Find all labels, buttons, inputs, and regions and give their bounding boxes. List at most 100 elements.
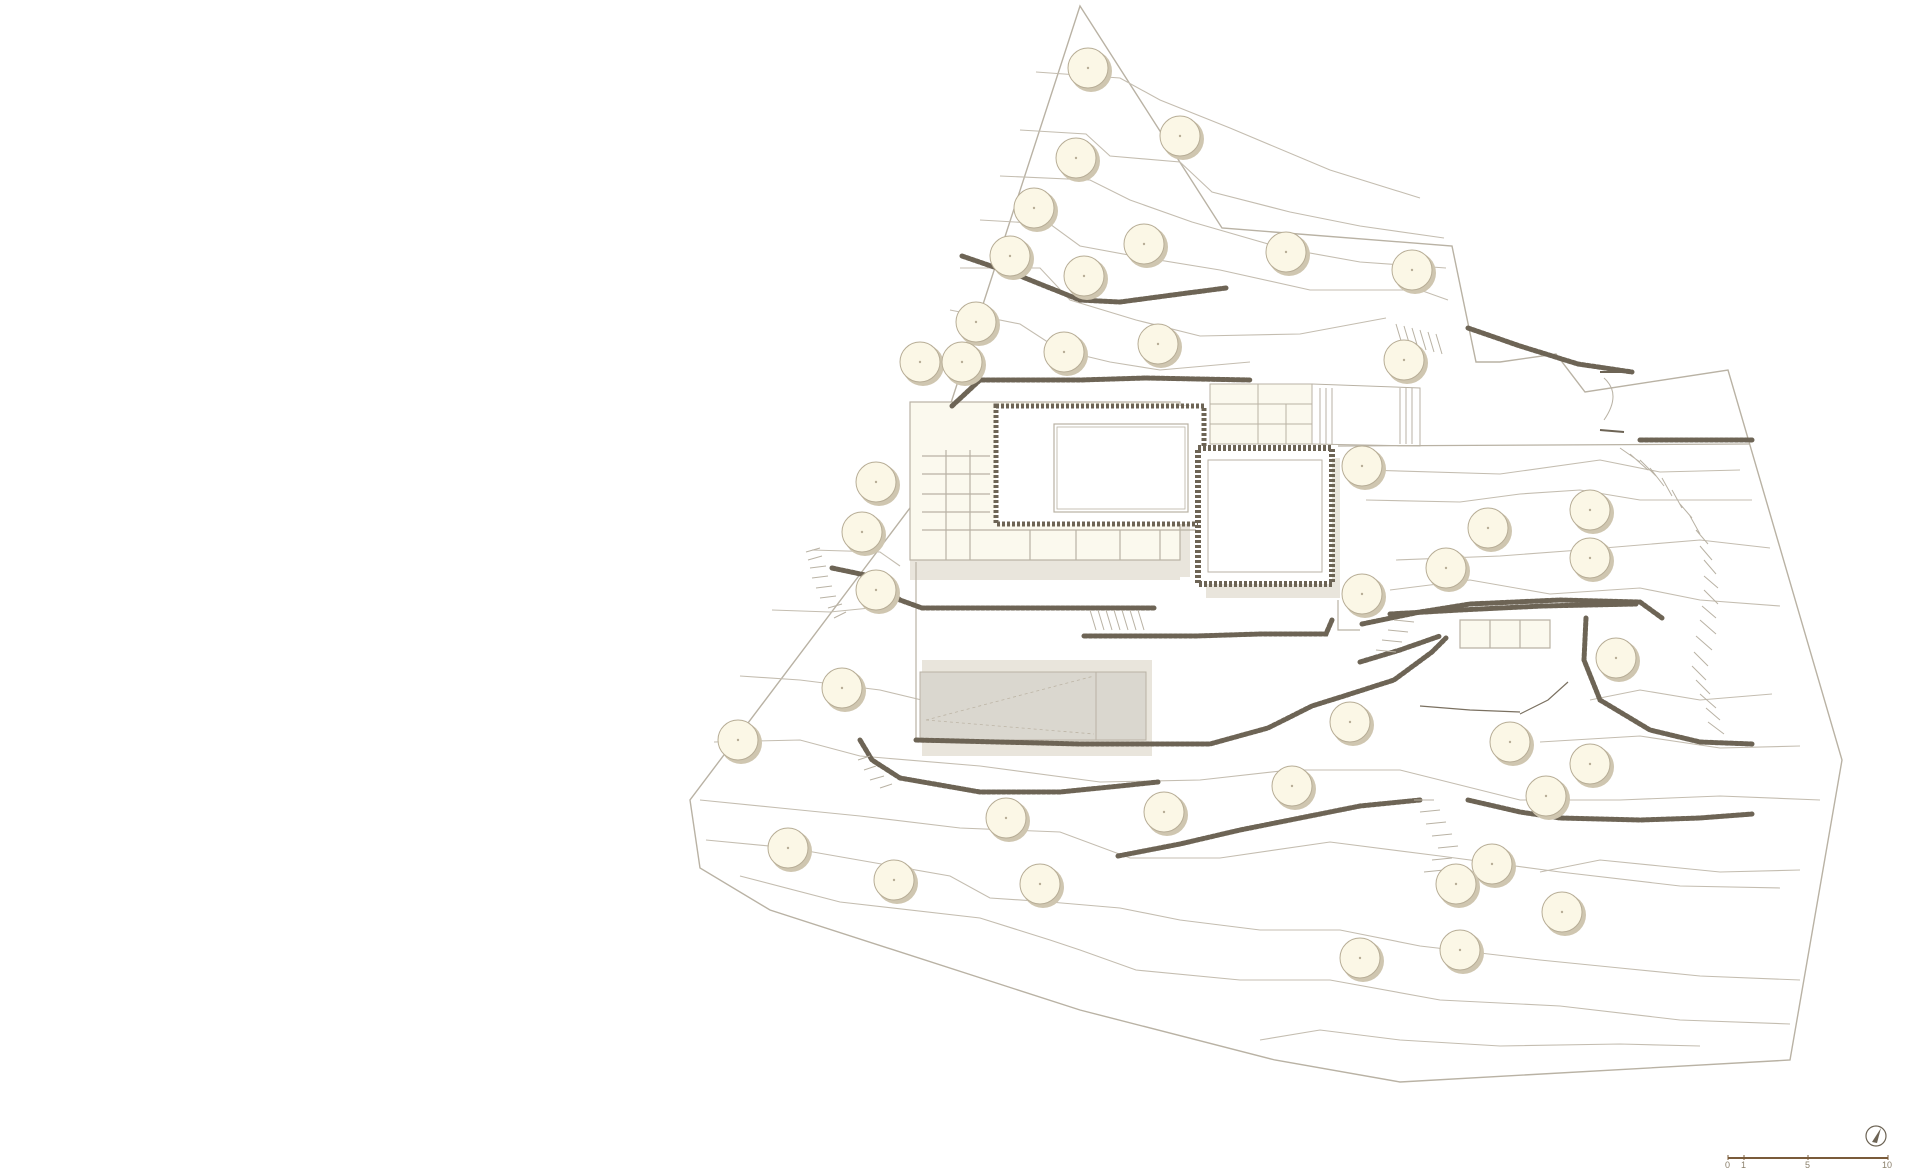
tree [1435,863,1480,908]
tree [1439,929,1484,974]
scale-label-0: 0 [1725,1160,1730,1169]
tree-trunk [1074,156,1078,160]
tree-trunk [1082,274,1086,278]
tree [1383,339,1428,384]
scale-labels: 0 1 5 10 [1725,1160,1892,1169]
scale-bar [1727,1155,1889,1160]
tree [873,859,918,904]
tree-trunk [1588,556,1592,560]
tree-trunk [1402,358,1406,362]
tree [985,797,1030,842]
tree-trunk [1458,948,1462,952]
tree-trunk [1038,882,1042,886]
tree-trunk [736,738,740,742]
tree-trunk [1290,784,1294,788]
tree-trunk [1008,254,1012,258]
tree [1425,547,1470,592]
tree [1569,489,1614,534]
central-building [1195,445,1335,587]
tree-trunk [1486,526,1490,530]
tree-trunk [786,846,790,850]
entry-gate [1599,371,1630,433]
tree-trunk [1162,810,1166,814]
tree [1541,891,1586,936]
tree-trunk [1086,66,1090,70]
tree [1159,115,1204,160]
tree [1063,255,1108,300]
pool [919,671,1147,741]
tree-trunk [1454,882,1458,886]
north-arrow-icon [1865,1125,1887,1147]
tree-trunk [1142,242,1146,246]
tree-trunk [1444,566,1448,570]
tree-trunk [1410,268,1414,272]
tree [1339,937,1384,982]
tree-trunk [1004,816,1008,820]
tree [1569,743,1614,788]
trees [717,47,1640,982]
tree [1055,137,1100,182]
tree-trunk [860,530,864,534]
tree [1341,445,1386,490]
tree [989,235,1034,280]
tree-trunk [1284,250,1288,254]
tree-trunk [1348,720,1352,724]
tree [941,341,986,386]
garden-edges [1419,681,1569,715]
tree-trunk [1062,350,1066,354]
tree [899,341,944,386]
tree [1489,721,1534,766]
tree-trunk [918,360,922,364]
stairs [805,323,1725,873]
tree-trunk [1544,794,1548,798]
tree [1525,775,1570,820]
scale-label-5: 5 [1805,1160,1810,1169]
tree-trunk [1490,862,1494,866]
tree-trunk [1588,508,1592,512]
tree-trunk [1508,740,1512,744]
tree-trunk [892,878,896,882]
tree [717,719,762,764]
tree-trunk [1560,910,1564,914]
tree [1467,507,1512,552]
tree-trunk [960,360,964,364]
tree [1271,765,1316,810]
tree [1391,249,1436,294]
tree-trunk [1614,656,1618,660]
tree [1329,701,1374,746]
tree [1067,47,1112,92]
tree [1013,187,1058,232]
tree [1137,323,1182,368]
tree-trunk [974,320,978,324]
tree-trunk [1360,464,1364,468]
tree [767,827,812,872]
tree [1123,223,1168,268]
upper-building [993,403,1207,527]
tree [1471,843,1516,888]
tree-trunk [874,480,878,484]
tree [1265,231,1310,276]
tree [855,569,900,614]
tree [1019,863,1064,908]
scale-label-10: 10 [1882,1160,1892,1169]
tree [1143,791,1188,836]
tree-trunk [1358,956,1362,960]
tree-trunk [1588,762,1592,766]
tree [955,301,1000,346]
upper-paving [1209,383,1421,447]
tree [1043,331,1088,376]
tree-trunk [840,686,844,690]
tree [821,667,866,712]
tree [1569,537,1614,582]
tree-trunk [874,588,878,592]
tree-trunk [1156,342,1160,346]
site-boundary [689,4,1843,1083]
scale-label-1: 1 [1741,1160,1746,1169]
tree-trunk [1032,206,1036,210]
tree [1341,573,1386,618]
tree [1595,637,1640,682]
tree-trunk [1360,592,1364,596]
tree-trunk [1178,134,1182,138]
stone-walls [829,253,1755,859]
